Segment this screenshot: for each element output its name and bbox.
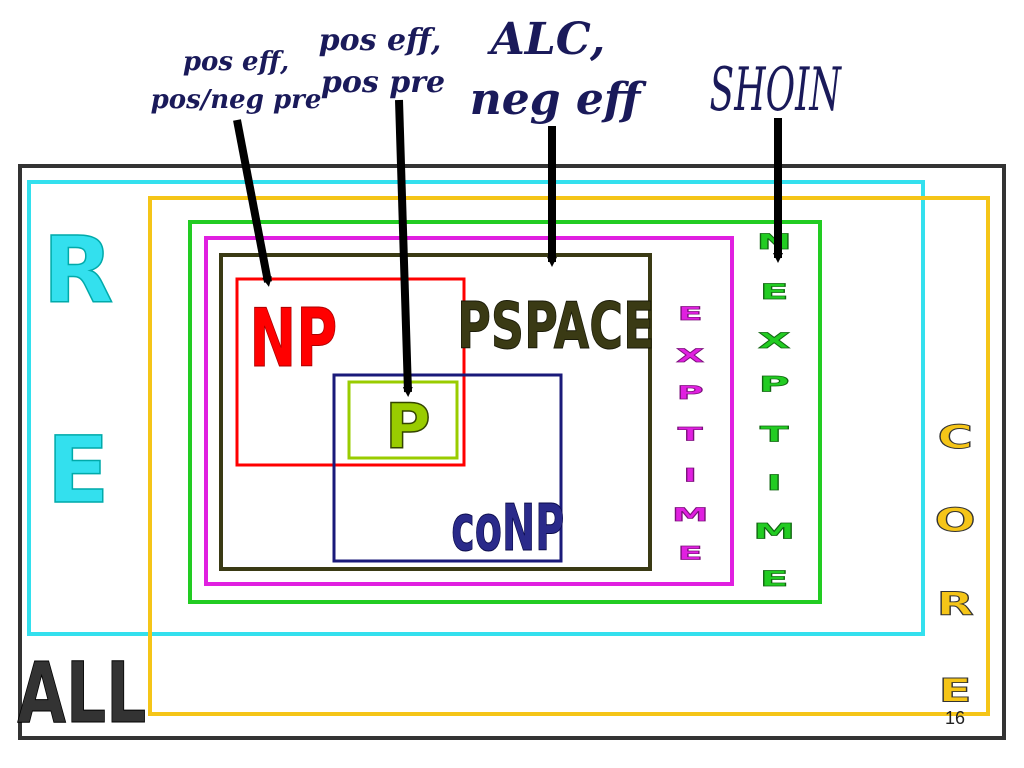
core-letter: C <box>938 418 973 456</box>
annotation-pos-eff-posneg: pos eff, pos/neg pre <box>151 47 322 115</box>
page-number: 16 <box>945 708 965 728</box>
core-letter: R <box>937 585 974 623</box>
pspace-box <box>219 253 652 571</box>
core-letter: E <box>939 672 972 710</box>
annotation-line: pos eff, <box>319 23 442 58</box>
exptime-letter: E <box>678 542 703 564</box>
re-box <box>27 180 925 636</box>
nexptime-letter: P <box>759 372 790 397</box>
core-box <box>148 196 990 716</box>
annotation-shoin: SHOIN <box>710 54 843 124</box>
nexptime-box <box>188 220 822 604</box>
annotation-alc: ALC, neg eff <box>470 14 647 125</box>
exptime-letter: E <box>678 303 703 325</box>
core-letter: O <box>935 501 976 539</box>
nexptime-letter: I <box>766 470 782 495</box>
arrow-posneg-to-np <box>233 119 272 287</box>
p-label: P <box>385 390 430 463</box>
nexptime-letter: E <box>760 279 789 304</box>
np-box <box>235 277 466 467</box>
annotation-pos-eff-pos-pre: pos eff, pos pre <box>319 23 445 100</box>
exptime-letter: M <box>672 504 708 526</box>
annotation-line: pos/neg pre <box>151 85 322 115</box>
exptime-label: E X P T I M E <box>672 302 709 564</box>
annotation-line: ALC, <box>487 14 606 65</box>
exptime-letter: X <box>676 345 704 367</box>
arrow-pospre-to-p <box>395 99 413 397</box>
all-box <box>18 164 1006 740</box>
exptime-box <box>204 236 734 586</box>
nexptime-letter: T <box>760 422 789 447</box>
exptime-letter: I <box>683 465 697 487</box>
nexptime-letter: X <box>758 328 790 353</box>
all-label: ALL <box>17 644 146 742</box>
re-label-r: R <box>43 217 114 324</box>
annotation-line: pos eff, <box>183 47 289 77</box>
core-label: C O R E <box>934 418 976 710</box>
exptime-letter: T <box>678 423 703 445</box>
p-box <box>347 380 459 460</box>
conp-box <box>332 373 563 563</box>
nexptime-letter: M <box>753 519 795 544</box>
exptime-letter: P <box>677 382 704 404</box>
nexptime-letter: E <box>760 566 789 591</box>
np-label: NP <box>249 293 337 386</box>
conp-label: coNP <box>451 491 564 566</box>
re-label-e: E <box>47 417 110 524</box>
nexptime-label: N E X P T I M E <box>753 229 796 591</box>
annotation-line: neg eff <box>470 74 647 125</box>
pspace-label: PSPACE <box>457 289 654 364</box>
annotation-line: pos pre <box>321 65 445 100</box>
